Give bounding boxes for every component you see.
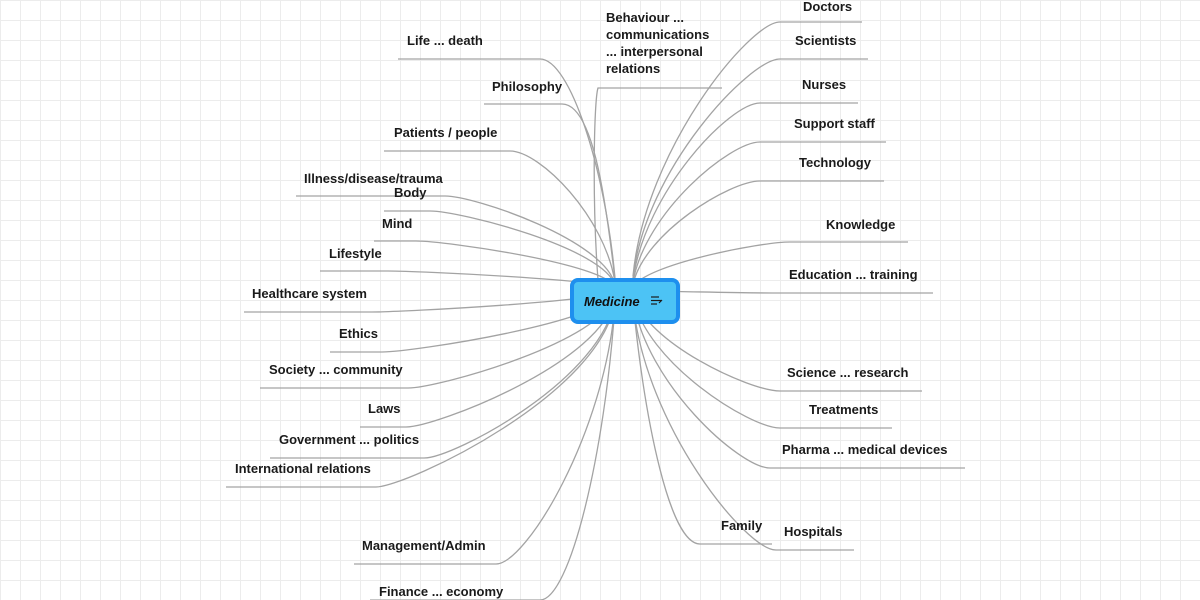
branch-line-patients-people (384, 150, 616, 283)
branch-line-international-relations (226, 299, 616, 488)
branch-support-staff[interactable]: Support staff (794, 116, 876, 131)
branch-line-pharma-devices (632, 298, 965, 469)
branch-behaviour-line: ... interpersonal (606, 44, 703, 59)
branch-line-hospitals (632, 302, 854, 551)
central-topic-box[interactable] (570, 278, 680, 324)
branch-behaviour-line: Behaviour ... (606, 10, 684, 25)
branch-doctors[interactable]: Doctors (803, 0, 852, 14)
branch-line-illness-disease-trauma (296, 195, 616, 285)
branch-body[interactable]: Body (394, 185, 427, 200)
branch-ethics[interactable]: Ethics (339, 326, 378, 341)
central-topic-label[interactable]: Medicine (584, 294, 640, 309)
branch-hospitals[interactable]: Hospitals (784, 524, 843, 539)
branch-philosophy[interactable]: Philosophy (492, 79, 563, 94)
branch-healthcare-system[interactable]: Healthcare system (252, 286, 367, 301)
note-icon[interactable] (651, 296, 663, 305)
branch-line-support-staff (632, 141, 886, 283)
branch-life-death[interactable]: Life ... death (407, 33, 483, 48)
central-topic[interactable]: Medicine (570, 278, 680, 324)
branch-behaviour[interactable]: Behaviour ... communications ... interpers… (606, 10, 709, 76)
branch-line-behaviour (593, 87, 722, 281)
branch-behaviour-line: relations (606, 61, 660, 76)
branch-science-research[interactable]: Science ... research (787, 365, 908, 380)
branch-line-mind (374, 240, 616, 288)
branch-lifestyle[interactable]: Lifestyle (329, 246, 382, 261)
branch-society-community[interactable]: Society ... community (269, 362, 403, 377)
branch-international-relations[interactable]: International relations (235, 461, 371, 476)
branch-line-family (632, 302, 772, 545)
branch-education-training[interactable]: Education ... training (789, 267, 918, 282)
branch-technology[interactable]: Technology (799, 155, 872, 170)
branch-management-admin[interactable]: Management/Admin (362, 538, 486, 553)
branch-behaviour-line: communications (606, 27, 709, 42)
branch-line-philosophy (484, 103, 616, 281)
branch-family[interactable]: Family (721, 518, 763, 533)
branch-line-technology (632, 180, 884, 285)
branch-treatments[interactable]: Treatments (809, 402, 878, 417)
branch-mind[interactable]: Mind (382, 216, 412, 231)
branch-line-management-admin (354, 303, 616, 565)
branch-laws[interactable]: Laws (368, 401, 401, 416)
branch-pharma-devices[interactable]: Pharma ... medical devices (782, 442, 947, 457)
branch-line-finance-economy (370, 304, 616, 600)
branch-nurses[interactable]: Nurses (802, 77, 846, 92)
branch-knowledge[interactable]: Knowledge (826, 217, 895, 232)
branch-line-nurses (632, 102, 858, 281)
branch-line-government-politics (270, 297, 616, 459)
branch-government-politics[interactable]: Government ... politics (279, 432, 419, 447)
branch-line-body (384, 210, 616, 286)
branch-line-scientists (632, 58, 868, 279)
branch-finance-economy[interactable]: Finance ... economy (379, 584, 504, 599)
branch-illness-disease-trauma[interactable]: Illness/disease/trauma (304, 171, 444, 186)
branch-scientists[interactable]: Scientists (795, 33, 856, 48)
branch-line-doctors (632, 21, 862, 277)
branch-patients-people[interactable]: Patients / people (394, 125, 497, 140)
